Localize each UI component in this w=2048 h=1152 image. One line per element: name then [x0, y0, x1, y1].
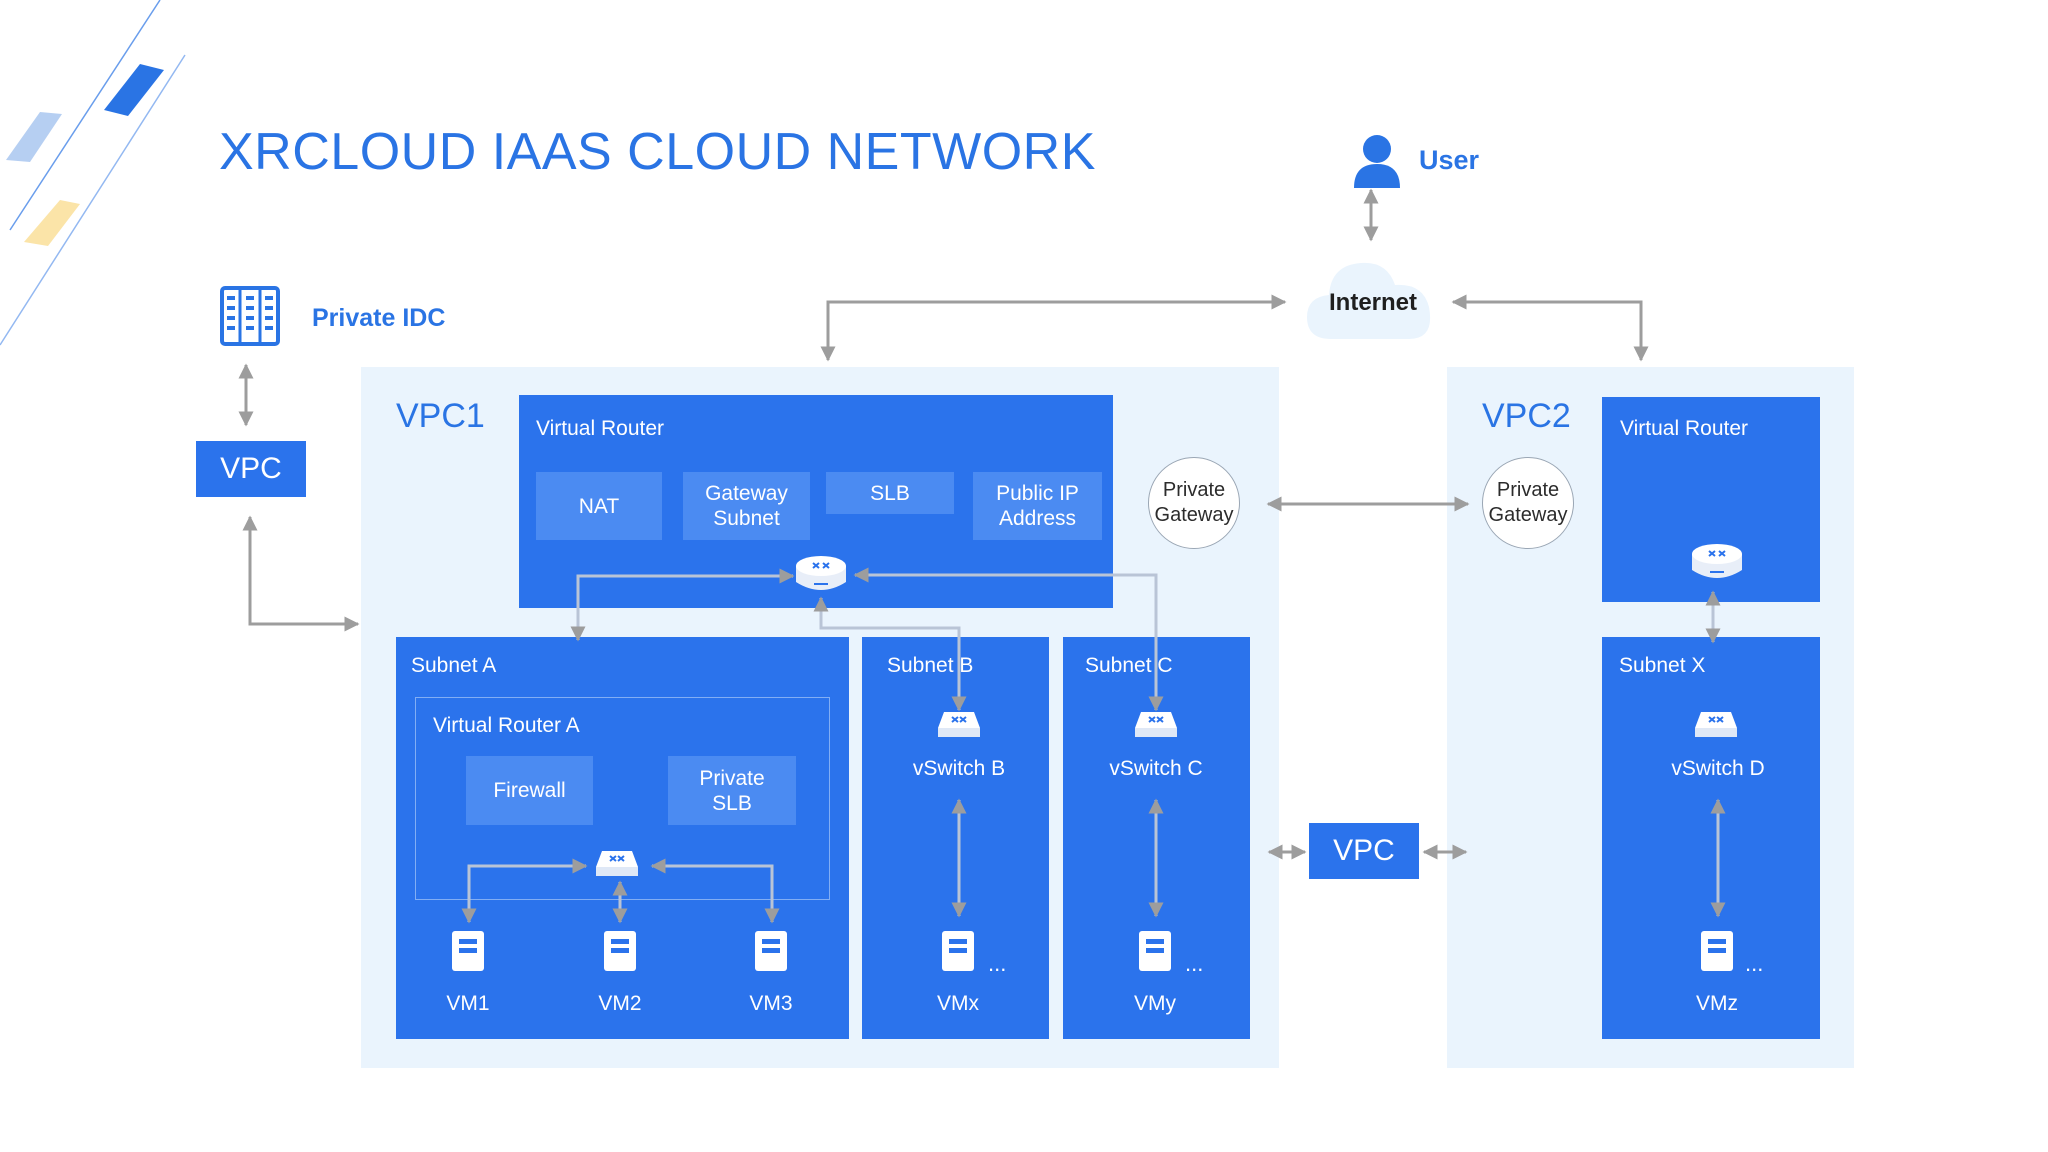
vm-server-icon — [604, 931, 636, 971]
subnet-x-title: Subnet X — [1619, 654, 1706, 677]
page-title: XRCLOUD IAAS CLOUD NETWORK — [219, 123, 1096, 181]
vpc-vpc1-link — [242, 515, 360, 632]
private-slb-box: Private SLB — [668, 756, 796, 825]
subnet-a-title: Subnet A — [411, 654, 497, 677]
vpc2-virtual-router-title: Virtual Router — [1620, 417, 1749, 440]
vm-server-icon — [1701, 931, 1733, 971]
router-icon — [796, 556, 846, 590]
router-subnet-a-link — [570, 568, 795, 642]
public-ip-address-box: Public IP Address — [973, 472, 1102, 540]
vpc-middle-box: VPC — [1309, 823, 1419, 879]
vpc2-private-gateway: Private Gateway — [1482, 457, 1574, 549]
switch-icon — [1135, 712, 1177, 737]
user-label: User — [1419, 145, 1480, 175]
virtual-router-a-title: Virtual Router A — [433, 714, 580, 737]
vpc1-private-gateway: Private Gateway — [1148, 457, 1240, 549]
internet-vpc2-link — [1451, 294, 1649, 362]
internet-label: Internet — [1329, 289, 1418, 316]
vswitch-c-label: vSwitch C — [1109, 757, 1203, 780]
router-subnet-b-link — [813, 596, 967, 712]
nat-box: NAT — [536, 472, 662, 540]
server-rack-icon — [220, 286, 280, 346]
switch-icon — [1695, 712, 1737, 737]
router-icon — [1692, 544, 1742, 578]
gateway-subnet-box: Gateway Subnet — [683, 472, 810, 540]
vswitch-b-label: vSwitch B — [912, 757, 1006, 780]
switch-icon — [938, 712, 980, 737]
subnet-c-more: ... — [1185, 951, 1204, 976]
subnet-x-more: ... — [1745, 951, 1764, 976]
vpc-left-box: VPC — [196, 441, 306, 497]
vm3-label: VM3 — [749, 992, 793, 1015]
vm-server-icon — [1139, 931, 1171, 971]
vswitch-d-label: vSwitch D — [1671, 757, 1765, 780]
vm1-label: VM1 — [446, 992, 490, 1015]
vm-server-icon — [452, 931, 484, 971]
subnet-b-more: ... — [988, 951, 1007, 976]
vpc1-virtual-router-title: Virtual Router — [536, 417, 665, 440]
switch-icon — [596, 851, 638, 876]
vmy-label: VMy — [1134, 992, 1176, 1015]
vm-server-icon — [942, 931, 974, 971]
slb-box: SLB — [826, 472, 954, 514]
switch-vm1-link — [461, 858, 588, 924]
vmz-label: VMz — [1696, 992, 1738, 1015]
subnet-a: Subnet A — [396, 637, 849, 1039]
vpc2-title: VPC2 — [1482, 397, 1571, 435]
vm2-label: VM2 — [598, 992, 642, 1015]
vmx-label: VMx — [937, 992, 979, 1015]
cloud-icon — [1307, 262, 1431, 339]
vpc1-title: VPC1 — [396, 397, 485, 435]
vm-server-icon — [755, 931, 787, 971]
router-subnet-c-link — [853, 567, 1164, 712]
firewall-box: Firewall — [466, 756, 593, 825]
switch-vm3-link — [650, 858, 780, 924]
private-idc-label: Private IDC — [312, 304, 446, 332]
user-icon — [1354, 135, 1400, 188]
internet-vpc1-link — [820, 294, 1287, 362]
